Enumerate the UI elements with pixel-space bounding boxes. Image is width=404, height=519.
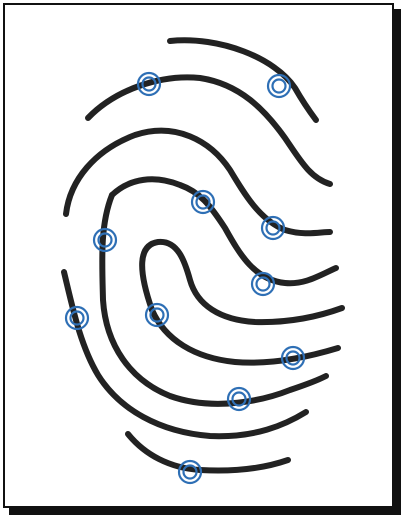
fingerprint-ridges bbox=[64, 40, 342, 470]
ridge-2 bbox=[88, 77, 330, 184]
ridge-6 bbox=[102, 195, 326, 404]
ridge-9 bbox=[128, 434, 288, 471]
minutia-marker bbox=[268, 75, 290, 97]
